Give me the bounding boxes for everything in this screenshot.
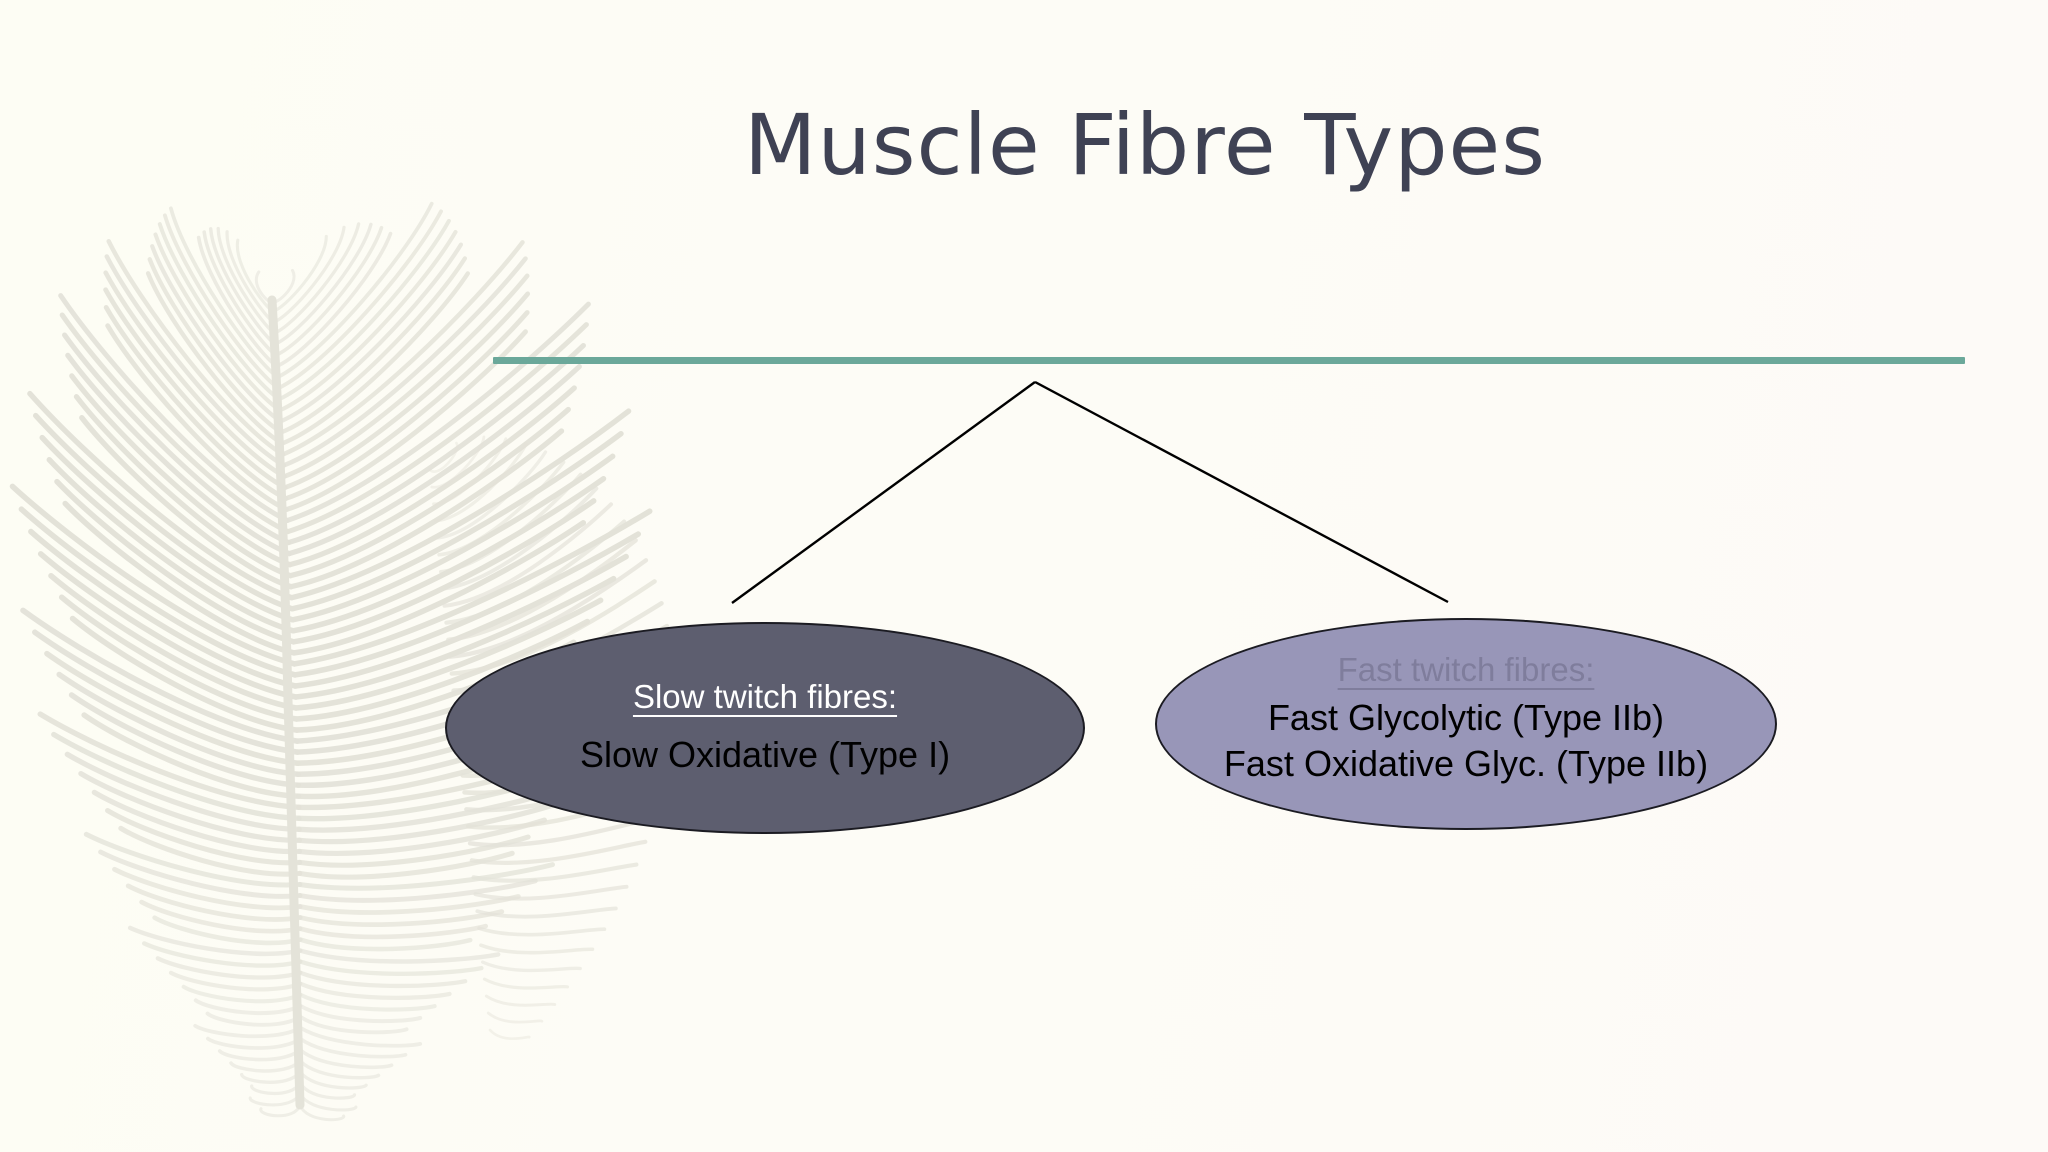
node-fast-twitch-heading: Fast twitch fibres: [1337, 650, 1595, 688]
node-fast-twitch-line-1: Fast Glycolytic (Type IIb) [1267, 696, 1665, 738]
node-fast-twitch-lines: Fast Glycolytic (Type IIb) Fast Oxidativ… [1224, 695, 1708, 787]
node-fast-twitch[interactable]: Fast twitch fibres: Fast Glycolytic (Typ… [1155, 618, 1777, 830]
connector-right [1034, 380, 1449, 604]
node-slow-twitch-heading: Slow twitch fibres: [632, 677, 898, 715]
page-title: Muscle Fibre Types [743, 96, 1546, 194]
node-fast-twitch-line-2: Fast Oxidative Glyc. (Type IIb) [1223, 742, 1709, 784]
node-slow-twitch[interactable]: Slow twitch fibres: Slow Oxidative (Type… [445, 622, 1085, 834]
accent-divider [493, 357, 1965, 364]
connector-left [731, 381, 1036, 604]
node-slow-twitch-line-1: Slow Oxidative (Type I) [579, 733, 951, 775]
